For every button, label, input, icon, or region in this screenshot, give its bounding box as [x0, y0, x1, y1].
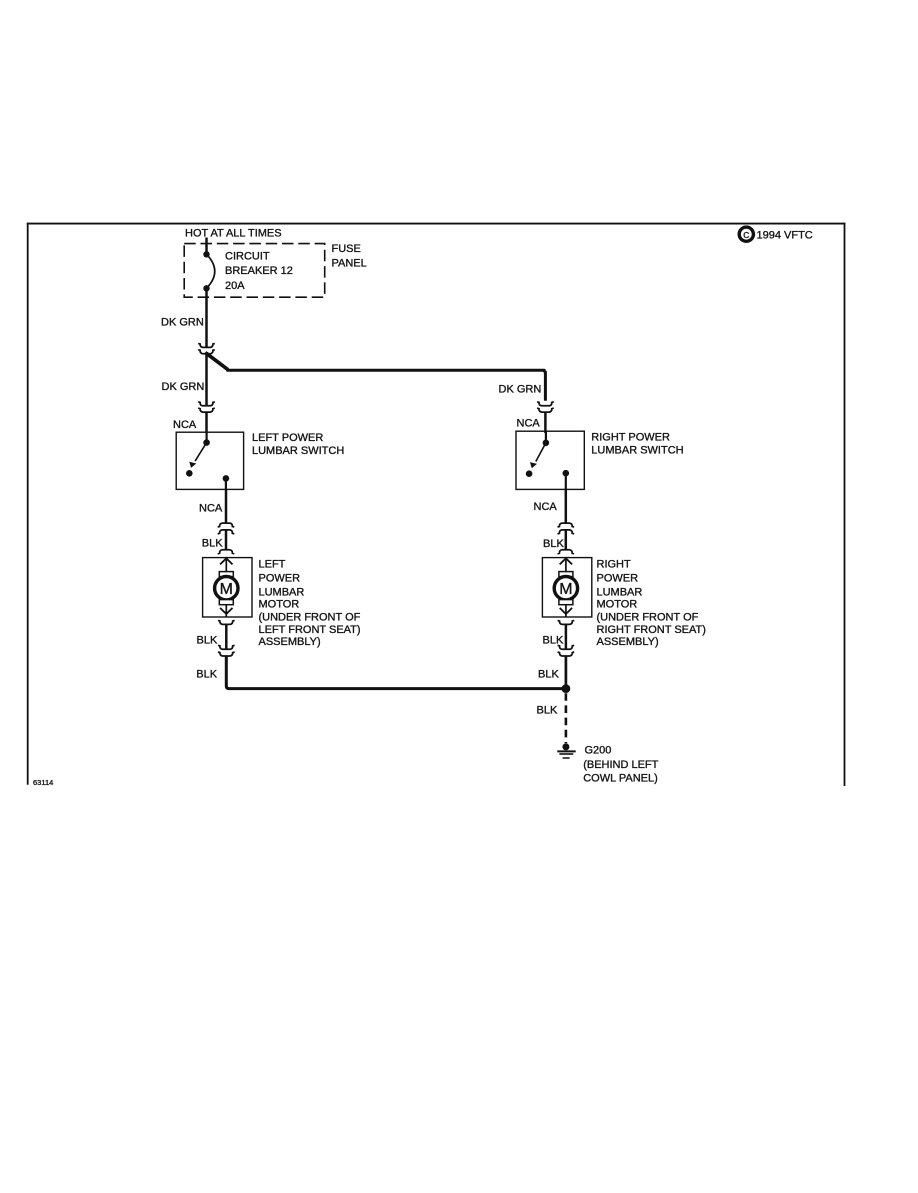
svg-text:RIGHT: RIGHT — [597, 559, 632, 571]
svg-text:NCA: NCA — [173, 419, 197, 431]
svg-text:CIRCUIT: CIRCUIT — [225, 251, 270, 263]
svg-text:POWER: POWER — [259, 573, 301, 585]
svg-text:G200: G200 — [585, 745, 612, 757]
svg-text:MOTOR: MOTOR — [597, 599, 638, 611]
svg-text:(UNDER FRONT OF: (UNDER FRONT OF — [597, 612, 699, 624]
svg-text:LEFT POWER: LEFT POWER — [252, 432, 323, 444]
svg-text:C: C — [743, 230, 749, 240]
svg-text:POWER: POWER — [597, 573, 639, 585]
svg-text:LEFT: LEFT — [259, 559, 286, 571]
svg-text:BLK: BLK — [197, 635, 218, 647]
svg-text:LUMBAR SWITCH: LUMBAR SWITCH — [591, 445, 683, 457]
svg-text:LEFT FRONT SEAT): LEFT FRONT SEAT) — [259, 624, 361, 636]
svg-text:NCA: NCA — [199, 502, 223, 514]
svg-text:COWL PANEL): COWL PANEL) — [583, 772, 658, 784]
svg-text:LUMBAR: LUMBAR — [597, 586, 643, 598]
svg-text:RIGHT POWER: RIGHT POWER — [591, 432, 670, 444]
svg-text:LUMBAR SWITCH: LUMBAR SWITCH — [252, 445, 344, 457]
svg-text:DK GRN: DK GRN — [161, 316, 204, 328]
svg-text:(UNDER FRONT OF: (UNDER FRONT OF — [259, 612, 361, 624]
svg-text:DK GRN: DK GRN — [499, 383, 542, 395]
svg-text:63114: 63114 — [33, 778, 53, 787]
svg-text:MOTOR: MOTOR — [259, 599, 300, 611]
svg-text:RIGHT FRONT SEAT): RIGHT FRONT SEAT) — [597, 624, 706, 636]
svg-text:NCA: NCA — [534, 501, 558, 513]
svg-text:DK GRN: DK GRN — [162, 381, 205, 393]
svg-text:PANEL: PANEL — [332, 257, 367, 269]
svg-text:BLK: BLK — [202, 537, 223, 549]
svg-text:20A: 20A — [225, 280, 245, 292]
svg-text:BLK: BLK — [543, 538, 564, 550]
svg-text:BLK: BLK — [537, 704, 558, 716]
svg-text:LUMBAR: LUMBAR — [259, 586, 305, 598]
svg-text:(BEHIND LEFT: (BEHIND LEFT — [583, 759, 658, 771]
svg-text:BREAKER 12: BREAKER 12 — [225, 265, 293, 277]
svg-text:FUSE: FUSE — [332, 243, 361, 255]
svg-text:ASSEMBLY): ASSEMBLY) — [597, 636, 659, 648]
svg-text:M: M — [559, 581, 572, 598]
svg-text:BLK: BLK — [538, 669, 559, 681]
svg-text:ASSEMBLY): ASSEMBLY) — [259, 636, 321, 648]
svg-text:HOT AT ALL TIMES: HOT AT ALL TIMES — [185, 227, 282, 239]
svg-text:NCA: NCA — [517, 418, 541, 430]
svg-text:BLK: BLK — [543, 635, 564, 647]
svg-text:BLK: BLK — [196, 669, 217, 681]
svg-text:1994 VFTC: 1994 VFTC — [757, 229, 813, 241]
svg-text:M: M — [220, 581, 233, 598]
